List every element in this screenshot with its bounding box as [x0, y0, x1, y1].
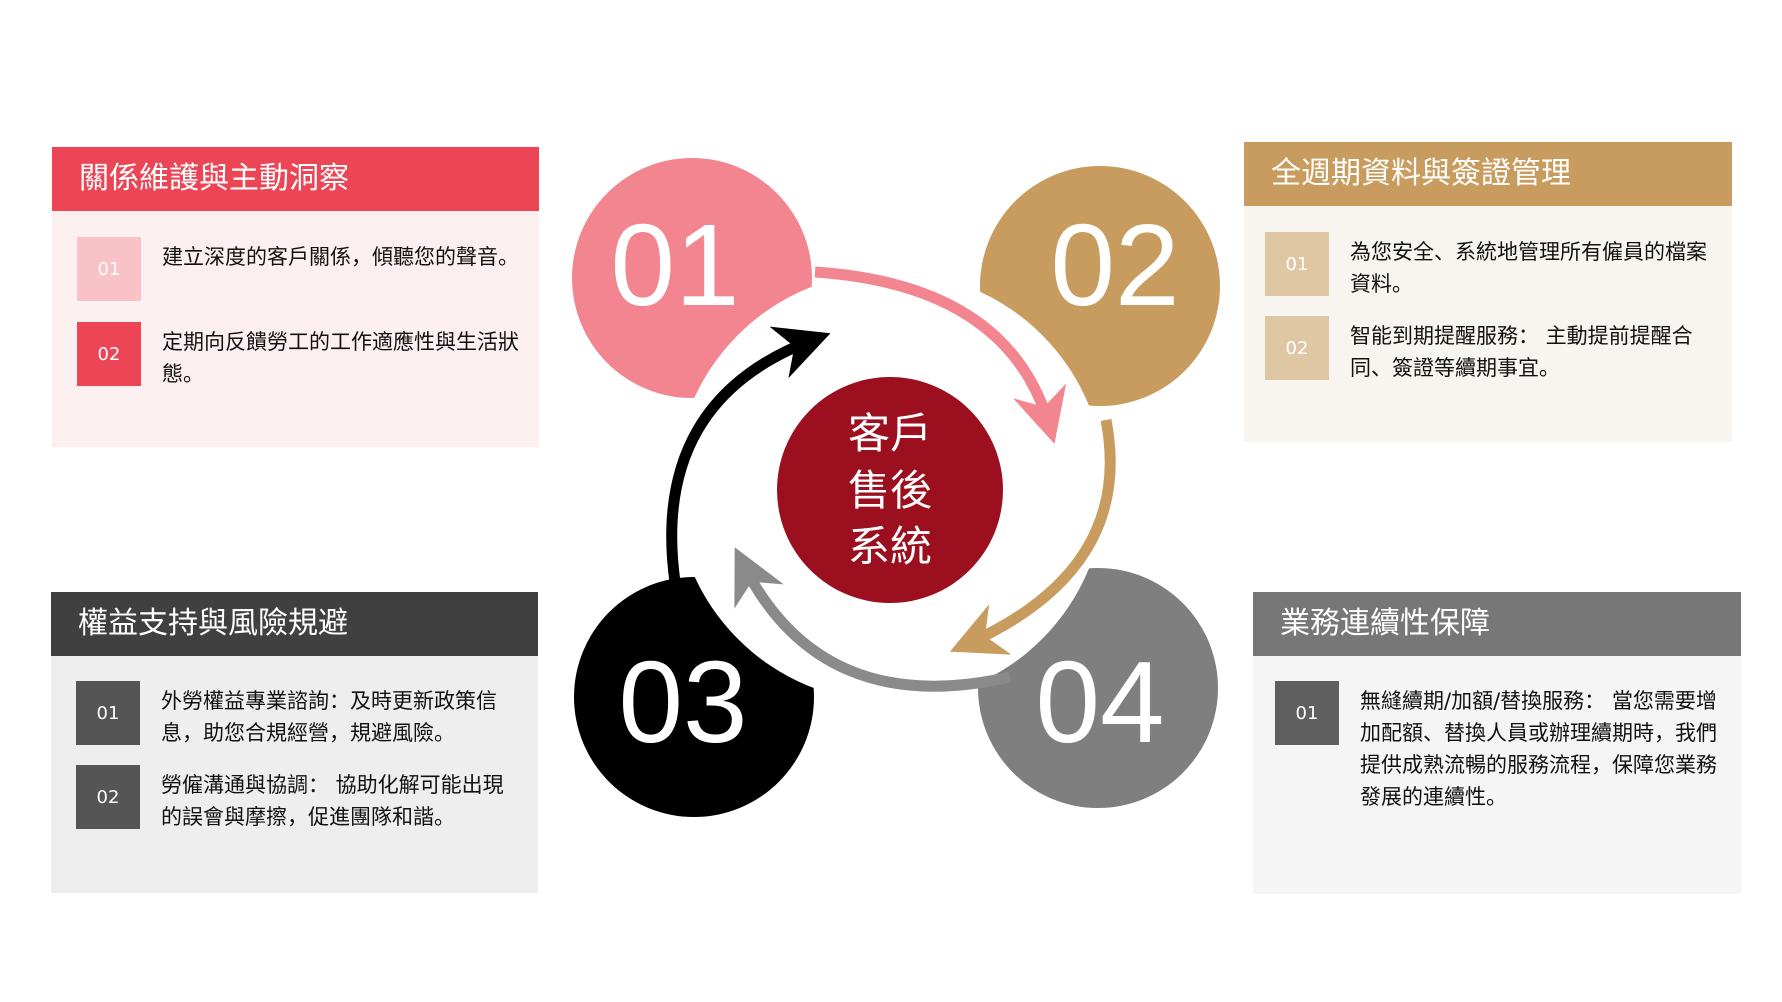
item-text: 無縫續期/加額/替換服務： 當您需要增加配額、替換人員或辦理續期時，我們提供成熟…	[1360, 689, 1717, 809]
item-number-badge: 01	[77, 237, 141, 301]
item-text: 建立深度的客戶關係，傾聽您的聲音。	[162, 245, 519, 269]
item-number-badge: 01	[1265, 232, 1329, 296]
item-text: 勞僱溝通與協調： 協助化解可能出現的誤會與摩擦，促進團隊和諧。	[161, 773, 504, 829]
center-title-line1: 客戶	[848, 409, 932, 458]
panel-records-visa: 全週期資料與簽證管理 01 為您安全、系統地管理所有僱員的檔案資料。 02 智能…	[1244, 142, 1732, 442]
item-number-badge: 02	[77, 322, 141, 386]
panel-rights-risk: 權益支持與風險規避 01 外勞權益專業諮詢：及時更新政策信息，助您合規經營，規避…	[51, 592, 538, 893]
stage-number-02: 02	[1050, 200, 1179, 330]
arrow-01-to-02	[814, 266, 1067, 444]
panel-relationship-title: 關係維護與主動洞察	[52, 147, 539, 211]
item-number-badge: 02	[76, 765, 140, 829]
item-text: 定期向反饋勞工的工作適應性與生活狀態。	[162, 330, 519, 386]
panel-continuity-body: 01 無縫續期/加額/替換服務： 當您需要增加配額、替換人員或辦理續期時，我們提…	[1253, 656, 1741, 894]
stage-number-01: 01	[610, 200, 739, 330]
arrow-03-to-01	[666, 326, 831, 583]
item-text: 智能到期提醒服務： 主動提前提醒合同、簽證等續期事宜。	[1350, 324, 1693, 380]
panel-records-visa-body: 01 為您安全、系統地管理所有僱員的檔案資料。 02 智能到期提醒服務： 主動提…	[1244, 206, 1732, 442]
item-number-badge: 01	[1275, 681, 1339, 745]
center-hub	[777, 377, 1003, 603]
stage-number-04: 04	[1035, 637, 1164, 767]
item-number-badge: 02	[1265, 316, 1329, 380]
item-text: 外勞權益專業諮詢：及時更新政策信息，助您合規經營，規避風險。	[161, 689, 497, 745]
panel-records-visa-title: 全週期資料與簽證管理	[1244, 142, 1732, 206]
item-number-badge: 01	[76, 681, 140, 745]
arrow-02-to-04	[949, 418, 1116, 655]
center-title-line2: 售後	[848, 466, 932, 515]
panel-rights-risk-title: 權益支持與風險規避	[51, 592, 538, 656]
stage-number-03: 03	[618, 637, 747, 767]
panel-relationship-body: 01 建立深度的客戶關係，傾聽您的聲音。 02 定期向反饋勞工的工作適應性與生活…	[52, 211, 539, 447]
panel-rights-risk-body: 01 外勞權益專業諮詢：及時更新政策信息，助您合規經營，規避風險。 02 勞僱溝…	[51, 656, 538, 893]
arrow-04-to-03	[734, 547, 1012, 692]
center-title-line3: 系統	[848, 522, 932, 571]
panel-continuity: 業務連續性保障 01 無縫續期/加額/替換服務： 當您需要增加配額、替換人員或辦…	[1253, 592, 1741, 894]
panel-continuity-title: 業務連續性保障	[1253, 592, 1741, 656]
panel-relationship: 關係維護與主動洞察 01 建立深度的客戶關係，傾聽您的聲音。 02 定期向反饋勞…	[52, 147, 539, 447]
item-text: 為您安全、系統地管理所有僱員的檔案資料。	[1350, 240, 1707, 296]
